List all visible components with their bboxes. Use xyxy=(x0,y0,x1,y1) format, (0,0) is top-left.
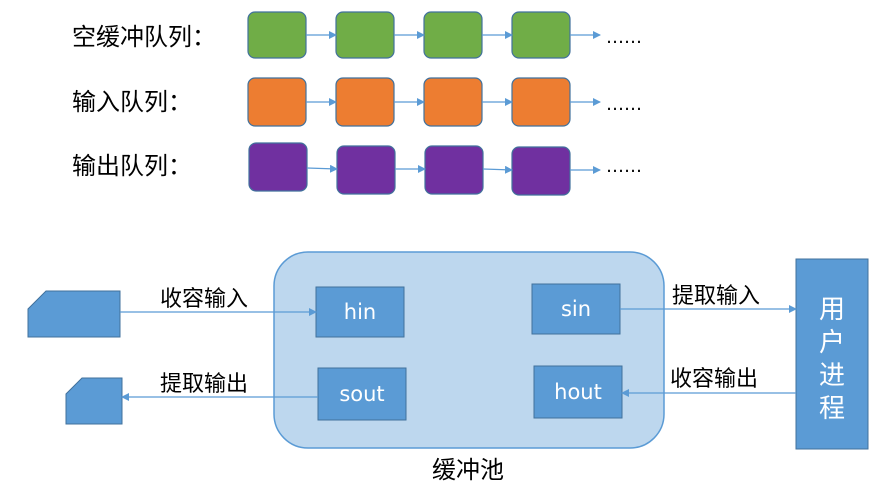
output-buffer-block xyxy=(336,145,396,195)
hin-buffer-label: hin xyxy=(344,300,376,324)
buffer-pool-section: 缓冲池 hin sout sin hout 用 户 进 程 收容输入 提取输出 … xyxy=(27,251,869,484)
hout-buffer xyxy=(533,365,623,419)
input-buffer-block xyxy=(423,77,483,127)
sout-buffer-label: sout xyxy=(339,382,384,406)
queue-label-input: 输入队列： xyxy=(72,88,192,116)
queue-ellipsis: …… xyxy=(606,156,642,177)
extract-output-label: 提取输出 xyxy=(160,372,248,397)
accept-output-label: 收容输出 xyxy=(670,367,758,392)
buffer-pool-caption: 缓冲池 xyxy=(432,456,504,484)
empty-buffer-block xyxy=(335,11,395,59)
input-queue: 输入队列： …… xyxy=(72,77,642,127)
output-buffer-block xyxy=(424,145,484,195)
hin-buffer xyxy=(315,286,405,338)
queue-ellipsis: …… xyxy=(606,27,642,48)
empty-buffer-block xyxy=(423,11,483,59)
accept-input-label: 收容输入 xyxy=(160,287,248,312)
input-buffer-block xyxy=(511,77,571,127)
extract-input-label: 提取输入 xyxy=(672,284,760,309)
user-process-char: 程 xyxy=(819,394,845,424)
sin-buffer xyxy=(531,283,621,335)
user-process-char: 进 xyxy=(819,361,845,391)
hout-buffer-label: hout xyxy=(554,380,602,404)
queue-link-arrow xyxy=(306,164,338,173)
sout-buffer xyxy=(317,367,407,421)
user-process-char: 用 xyxy=(819,295,845,325)
output-buffer-block xyxy=(511,146,571,196)
empty-buffer-queue: 空缓冲队列： …… xyxy=(72,11,642,59)
output-queue: 输出队列： …… xyxy=(72,142,642,196)
output-buffer-block xyxy=(248,142,308,192)
queue-ellipsis: …… xyxy=(606,94,642,115)
queue-label-output: 输出队列： xyxy=(72,152,192,180)
input-device-icon xyxy=(27,290,121,338)
queue-link-arrow xyxy=(482,165,513,174)
input-buffer-block xyxy=(335,77,395,127)
queues-section: 空缓冲队列： …… 输入队列： …… 输出队列： xyxy=(72,11,642,196)
input-buffer-block xyxy=(247,77,307,127)
output-device-icon xyxy=(65,377,123,425)
empty-buffer-block xyxy=(247,11,307,59)
sin-buffer-label: sin xyxy=(561,297,591,321)
user-process-char: 户 xyxy=(819,328,845,358)
queue-label-empty: 空缓冲队列： xyxy=(72,23,216,51)
user-process xyxy=(795,258,869,450)
empty-buffer-block xyxy=(511,11,571,59)
